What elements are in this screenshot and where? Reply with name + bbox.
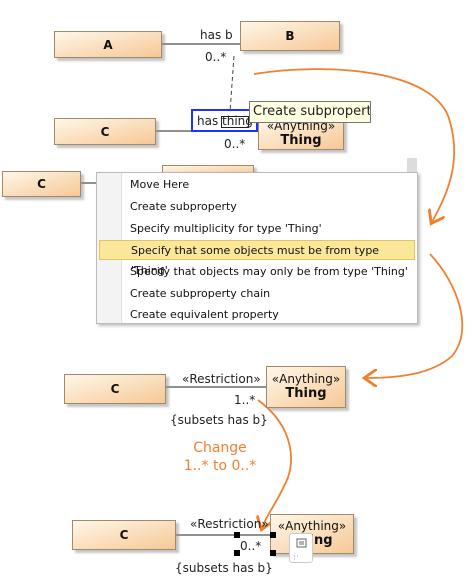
class-c-step4[interactable]: C	[64, 374, 166, 404]
menu-item-move-here[interactable]: Move Here	[130, 178, 190, 191]
class-thing-step4[interactable]: «Anything» Thing	[266, 366, 346, 408]
multiplicity-step5: 0..*	[240, 539, 262, 553]
multiplicity-0-star: 0..*	[205, 50, 227, 64]
change-annotation: Change 1..* to 0..*	[180, 439, 260, 475]
orange-arrow-1	[253, 68, 456, 222]
class-thing-name: Thing	[285, 386, 327, 401]
class-thing-name: Thing	[280, 132, 322, 148]
role-has-b: has b	[200, 28, 233, 42]
scrollbar[interactable]	[407, 158, 417, 172]
menu-item-create-subproperty[interactable]: Create subproperty	[130, 200, 237, 213]
multiplicity-step4: 1..*	[234, 393, 256, 407]
selection-handle[interactable]	[234, 532, 240, 538]
class-c-name: C	[37, 177, 46, 191]
menu-item-some-objects-must-be[interactable]: Specify that some objects must be from t…	[99, 240, 415, 277]
class-b-name: B	[285, 29, 295, 43]
selection-handle[interactable]	[270, 532, 276, 538]
context-menu: Move Here Create subproperty Specify mul…	[96, 172, 418, 324]
class-c-step2[interactable]: C	[54, 118, 156, 145]
selection-handle[interactable]	[234, 550, 240, 556]
change-annotation-line2: 1..* to 0..*	[183, 458, 257, 474]
dashed-link	[229, 55, 235, 113]
class-c-name: C	[110, 382, 120, 396]
stereotype-label: «Anything»	[277, 519, 347, 533]
orange-arrow-2	[366, 253, 464, 378]
subsets-constraint: {subsets has b}	[175, 561, 273, 575]
menu-item-may-only-be[interactable]: Specify that objects may only be from ty…	[130, 265, 408, 278]
change-annotation-line1: Change	[193, 440, 247, 456]
stereotype-label: «Anything»	[271, 372, 341, 386]
orange-arrow-3	[258, 399, 292, 528]
class-b[interactable]: B	[240, 21, 340, 51]
note-glyph	[294, 538, 307, 560]
class-c-step5[interactable]: C	[72, 520, 176, 550]
subsets-constraint: {subsets has b}	[170, 413, 268, 427]
menu-item-subproperty-chain[interactable]: Create subproperty chain	[130, 287, 271, 300]
text-edit-box[interactable]	[221, 116, 249, 128]
restriction-stereotype: «Restriction»	[182, 372, 261, 386]
class-a-name: A	[103, 37, 113, 52]
menu-item-specify-multiplicity[interactable]: Specify multiplicity for type 'Thing'	[130, 222, 322, 235]
menu-item-equivalent-property[interactable]: Create equivalent property	[130, 308, 279, 321]
class-a[interactable]: A	[54, 31, 162, 58]
selection-handle[interactable]	[270, 550, 276, 556]
role-has-thing: has thing	[197, 114, 253, 128]
note-icon[interactable]	[289, 533, 313, 563]
restriction-stereotype: «Restriction»	[190, 517, 269, 531]
class-c-step3[interactable]: C	[2, 171, 81, 197]
class-c-name: C	[119, 528, 129, 542]
class-c-name: C	[100, 124, 110, 139]
multiplicity-step2: 0..*	[224, 137, 246, 151]
create-subproperty-tooltip: Create subproperty	[249, 101, 371, 123]
